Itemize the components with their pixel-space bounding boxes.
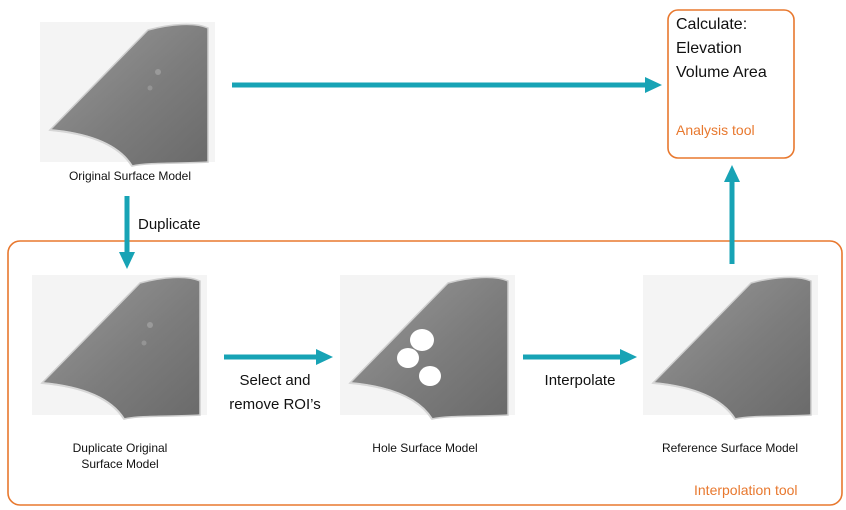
- duplicate-surface-model-image: [31, 274, 208, 420]
- arrow-select-remove: [224, 349, 333, 365]
- step-duplicate-label: Duplicate: [138, 216, 201, 233]
- arrow-interpolate: [523, 349, 637, 365]
- step-select-line1: Select and: [239, 372, 311, 389]
- analysis-tool-label: Analysis tool: [676, 122, 755, 138]
- arrow-to-analysis: [232, 77, 662, 93]
- arrow-duplicate: [119, 196, 135, 269]
- analysis-tool-frame: [667, 9, 795, 159]
- caption-hole-surface-model: Hole Surface Model: [372, 441, 478, 455]
- original-surface-model-image: [39, 21, 216, 167]
- interpolation-tool-label: Interpolation tool: [694, 482, 798, 498]
- arrow-reference-to-analysis: [724, 165, 740, 264]
- analysis-volume-area: Volume Area: [676, 64, 767, 81]
- caption-duplicate-line1: Duplicate Original: [72, 441, 168, 455]
- caption-reference-surface-model: Reference Surface Model: [661, 441, 799, 455]
- hole-surface-model-image: [339, 274, 516, 420]
- caption-duplicate-line2: Surface Model: [81, 457, 159, 471]
- reference-surface-model-image: [642, 274, 819, 420]
- analysis-heading: Calculate:: [676, 16, 748, 33]
- step-select-line2: remove ROI’s: [229, 396, 321, 413]
- caption-original-surface-model: Original Surface Model: [68, 169, 192, 183]
- analysis-elevation: Elevation: [676, 40, 742, 57]
- interpolation-tool-frame: [7, 240, 843, 506]
- step-interpolate-label: Interpolate: [544, 372, 616, 389]
